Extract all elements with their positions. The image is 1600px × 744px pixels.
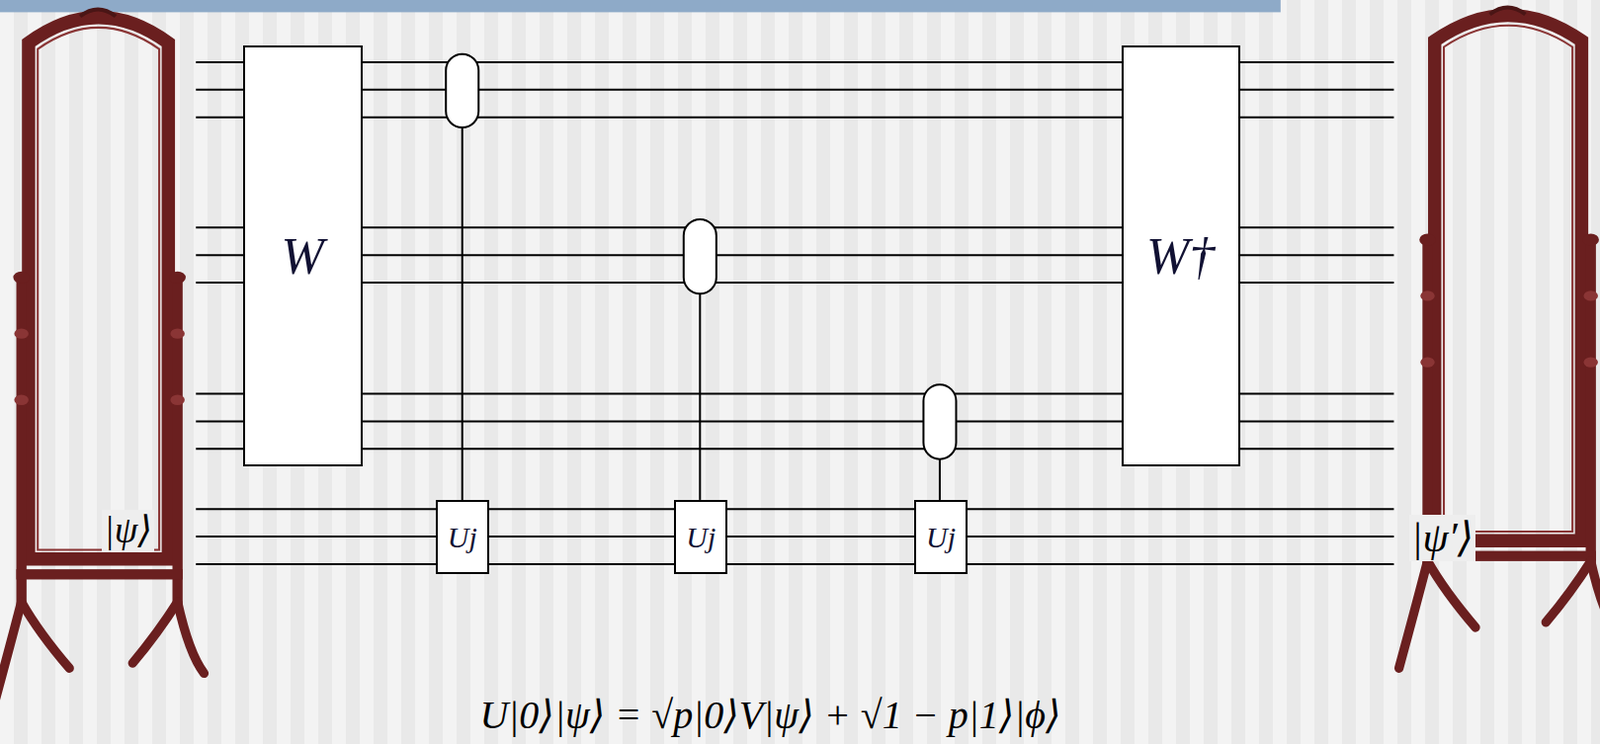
equation: U|0⟩|ψ⟩ = √p|0⟩V|ψ⟩ + √1 − p|1⟩|ϕ⟩ xyxy=(477,693,1063,738)
gate-box: Uj xyxy=(673,500,728,575)
unitary-box: W† xyxy=(1121,45,1241,466)
mirror-illustration xyxy=(0,9,205,710)
control-oval xyxy=(923,384,956,459)
control-oval xyxy=(683,219,717,294)
gate-box: Uj xyxy=(435,500,490,575)
qubit-wire xyxy=(195,563,1394,566)
title-bar xyxy=(0,0,1281,12)
unitary-box: W xyxy=(243,45,363,466)
gate-label: W† xyxy=(1146,227,1215,286)
control-line xyxy=(938,459,941,501)
qubit-wire xyxy=(195,507,1394,510)
gate-box: Uj xyxy=(914,500,968,575)
output-state: |ψ′⟩ xyxy=(1409,514,1476,561)
input-state: |ψ⟩ xyxy=(101,509,155,552)
mirror-illustration xyxy=(1399,6,1600,669)
qubit-wire xyxy=(195,535,1394,538)
control-line xyxy=(461,127,464,501)
gate-label: Uj xyxy=(685,520,716,555)
control-oval xyxy=(445,54,479,128)
control-line xyxy=(698,293,701,501)
gate-label: W xyxy=(280,227,324,286)
gate-label: Uj xyxy=(447,520,478,555)
gate-label: Uj xyxy=(926,520,956,555)
